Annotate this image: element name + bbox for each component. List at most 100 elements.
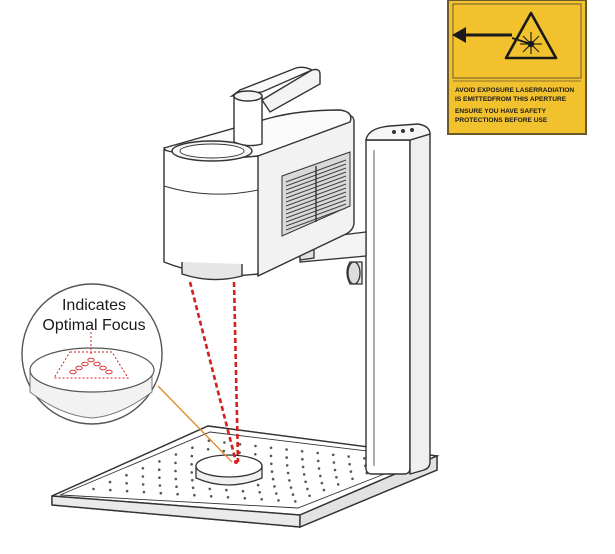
platform-hole [331, 453, 335, 457]
platform-hole [174, 477, 178, 481]
warning-line-1: AVOID EXPOSURE LASERRADIATION [455, 87, 574, 94]
platform-hole [351, 477, 354, 481]
platform-hole [304, 480, 307, 484]
platform-hole [238, 443, 242, 446]
platform-hole [254, 453, 257, 456]
platform-hole [190, 454, 194, 458]
platform-hole [193, 493, 196, 497]
platform-hole [209, 495, 213, 498]
platform-hole [157, 468, 161, 472]
platform-hole [174, 461, 177, 465]
platform-hole [316, 451, 320, 455]
platform-hole [332, 461, 336, 464]
platform-hole [260, 498, 264, 501]
handle [229, 66, 321, 147]
platform-hole [191, 446, 194, 450]
platform-hole [336, 483, 340, 486]
platform-hole [243, 497, 247, 500]
platform-hole [349, 470, 353, 473]
platform-hole [191, 478, 194, 482]
platform-hole [316, 459, 320, 463]
platform-hole [289, 486, 293, 489]
platform-hole [258, 491, 262, 494]
platform-hole [190, 471, 193, 474]
platform-hole [190, 463, 193, 466]
platform-hole [207, 439, 211, 443]
platform-hole [141, 467, 145, 470]
platform-hole [256, 483, 260, 487]
arrow-left-icon [452, 27, 512, 43]
warning-line-2: IS EMITTEDFROM THIS APERTURE [455, 96, 567, 103]
laser-beam [188, 281, 240, 463]
warning-line-4: PROTECTIONS BEFORE USE [455, 117, 548, 124]
platform-hole [363, 457, 366, 460]
platform-hole [335, 476, 338, 479]
support-column [365, 123, 431, 475]
focus-point [234, 460, 238, 464]
platform-hole [208, 487, 212, 491]
platform-hole [269, 454, 273, 458]
platform-hole [108, 480, 112, 484]
platform-hole [269, 446, 273, 450]
platform-hole [301, 465, 305, 469]
platform-hole [320, 481, 324, 485]
platform-hole [176, 492, 179, 496]
platform-hole [348, 462, 351, 466]
platform-hole [317, 467, 321, 470]
platform-hole [347, 455, 351, 458]
platform-hole [174, 453, 178, 456]
platform-hole [291, 493, 295, 496]
callout-leader-line [157, 385, 233, 463]
platform-hole [333, 468, 337, 472]
platform-hole [294, 500, 297, 503]
platform-hole [141, 483, 145, 486]
platform-hole [241, 489, 245, 493]
platform-hole [158, 484, 162, 487]
platform-hole [302, 473, 306, 476]
warning-line-3: ENSURE YOU HAVE SAFETY [455, 108, 547, 115]
platform-hole [319, 474, 322, 478]
platform-hole [254, 444, 257, 448]
laser-warning-label: AVOID EXPOSURE LASERRADIATION IS EMITTED… [447, 0, 587, 135]
platform-hole [125, 473, 128, 477]
platform-hole [206, 448, 210, 451]
platform-hole [125, 482, 128, 485]
laser-hazard-icon [504, 11, 558, 60]
platform-hole [285, 448, 288, 451]
platform-hole [158, 460, 161, 463]
platform-hole [277, 499, 280, 502]
platform-hole [225, 488, 228, 492]
platform-hole [142, 490, 146, 494]
workpiece-disc [195, 454, 263, 486]
focus-callout: Indicates Optimal Focus [21, 283, 163, 425]
platform-hole [223, 441, 226, 444]
platform-hole [92, 487, 95, 491]
platform-hole [226, 496, 230, 499]
platform-hole [273, 485, 276, 488]
callout-line-2: Optimal Focus [42, 317, 145, 334]
platform-hole [222, 449, 226, 453]
platform-hole [174, 469, 177, 473]
platform-hole [175, 485, 178, 489]
platform-hole [300, 450, 304, 453]
platform-hole [286, 471, 290, 475]
platform-hole [306, 487, 309, 491]
platform-hole [275, 492, 278, 495]
platform-hole [141, 475, 145, 478]
platform-hole [285, 456, 289, 459]
platform-hole [301, 457, 304, 461]
platform-hole [288, 479, 291, 482]
platform-hole [191, 486, 195, 490]
honeycomb-holes [92, 439, 397, 503]
platform-hole [109, 488, 112, 492]
platform-hole [285, 464, 289, 467]
platform-hole [308, 494, 311, 498]
platform-hole [270, 462, 273, 466]
platform-hole [159, 491, 163, 495]
platform-hole [322, 488, 326, 492]
callout-line-1: Indicates [62, 297, 126, 314]
platform-hole [270, 470, 274, 473]
platform-hole [271, 477, 275, 481]
platform-hole [125, 489, 129, 493]
